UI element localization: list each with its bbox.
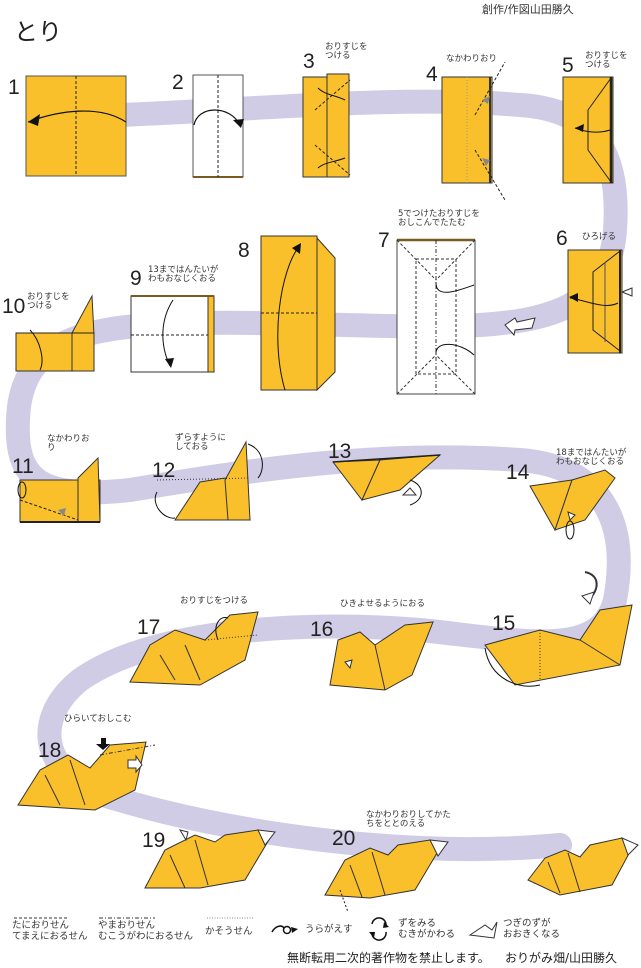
step-note: 18まではんたいが わもおなじくおる: [556, 448, 627, 468]
legend-enlarge-label: つぎのずが おおきくなる: [503, 918, 561, 940]
legend-icons: [14, 917, 498, 941]
step-path-band: [5, 89, 631, 861]
step-note: ずらすように しておる: [175, 433, 226, 453]
step-note: ひらいておしこむ: [64, 714, 132, 724]
step-15-figure: [484, 604, 633, 687]
step-13-figure: [332, 454, 442, 506]
step-14-figure: [529, 469, 616, 540]
step-note: なかわりお り: [47, 434, 90, 454]
step-note: おりすじを つける: [585, 51, 628, 71]
step-number: 3: [303, 50, 315, 73]
step-17-figure: [129, 611, 259, 686]
step-number: 8: [238, 239, 250, 262]
step-number: 5: [562, 54, 574, 77]
author-credit: 創作/作図山田勝久: [482, 3, 574, 16]
step-note: ひろげる: [582, 232, 617, 242]
step-note: ひきよせるようにおる: [340, 599, 426, 609]
enlarge-arrow-icon: [468, 921, 498, 939]
step-note: おりすじを つける: [325, 42, 368, 62]
final-bird-figure: [527, 837, 639, 896]
step-number: 7: [378, 229, 390, 252]
step-number: 4: [426, 63, 438, 86]
step-number: 6: [556, 227, 568, 250]
step-note: おりすじを つける: [27, 292, 70, 312]
step-note: なかわりおり: [446, 54, 498, 64]
footer-credit: おりがみ畑/山田勝久: [505, 951, 618, 965]
step-number: 13: [328, 440, 352, 463]
legend-rotate-label: ずをみる むきがかわる: [398, 918, 456, 940]
step-note: 13まではんたいが わもおなじくおる: [148, 265, 219, 285]
rotate-arrow-icon: [581, 571, 598, 605]
step-18-figure: [17, 738, 156, 811]
step-11-figure: [17, 456, 101, 523]
turn-over-icon: [271, 925, 298, 935]
page-title: とり: [14, 18, 62, 46]
step-note: 5でつけたおりすじを おしこんでたたむ: [398, 209, 480, 229]
step-number: 10: [2, 295, 26, 318]
step-number: 20: [332, 827, 356, 850]
step-note: おりすじをつける: [180, 596, 249, 606]
step-3-figure: [302, 73, 351, 178]
step-6-figure: [567, 249, 633, 354]
step-number: 19: [142, 829, 166, 852]
step-20-figure: [324, 839, 449, 913]
legend-imaginary-line-label: かそうせん: [205, 926, 253, 937]
legend-turn-over-label: うらがえす: [305, 924, 353, 935]
step-number: 14: [506, 461, 530, 484]
step-2-figure: [192, 74, 244, 178]
step-7-figure: [396, 238, 476, 395]
step-10-figure: [15, 294, 95, 372]
step-5-figure: [562, 76, 614, 184]
step-12-figure: [154, 440, 263, 521]
rotate-icon: [369, 917, 389, 941]
step-1-figure: [25, 75, 127, 177]
step-number: 17: [137, 616, 161, 639]
step-number: 9: [130, 267, 142, 290]
legend-valley-fold-label: たにおりせん てまえにおるせん: [12, 920, 88, 942]
step-number: 12: [152, 459, 176, 482]
legend-mountain-fold-label: やまおりせん むこうがわにおるせん: [98, 920, 194, 942]
step-number: 15: [492, 612, 516, 635]
step-19-figure: [144, 829, 276, 889]
step-number: 1: [8, 76, 20, 99]
step-9-figure: [130, 295, 215, 373]
step-number: 2: [172, 71, 184, 94]
enlarge-arrow-icon: [504, 317, 536, 337]
step-number: 18: [38, 739, 62, 762]
step-4-figure: [441, 61, 506, 201]
step-number: 11: [12, 455, 34, 478]
step-number: 16: [310, 618, 334, 641]
step-8-figure: [260, 235, 336, 392]
step-16-figure: [329, 621, 434, 691]
copyright-notice: 無断転用二次的著作物を禁止します。: [287, 951, 490, 965]
step-note: なかわりおりしてかた ちをととのえる: [366, 810, 451, 830]
